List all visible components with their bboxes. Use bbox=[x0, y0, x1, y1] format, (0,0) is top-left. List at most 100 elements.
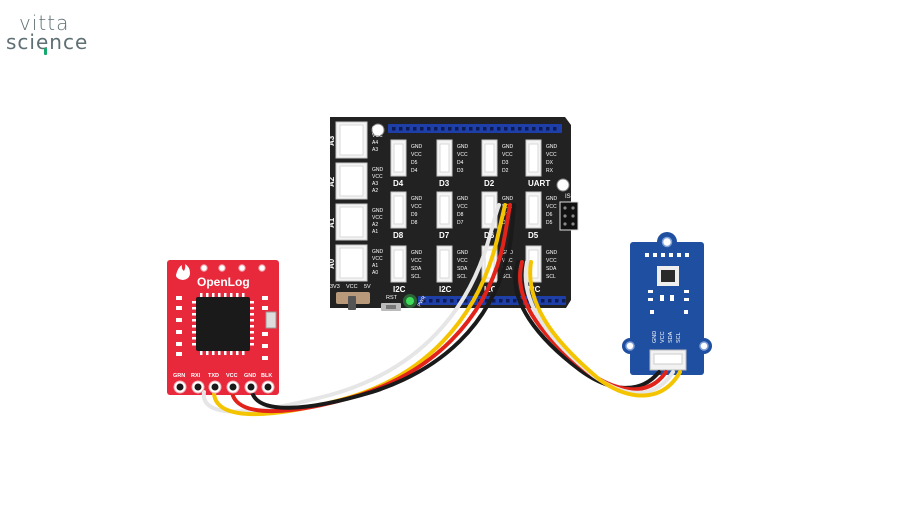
grove-socket-inner bbox=[484, 143, 495, 173]
openlog-header-pin bbox=[264, 383, 272, 391]
chip-pin bbox=[200, 293, 203, 297]
grove-socket-inner bbox=[339, 206, 364, 238]
grove-socket-inner bbox=[393, 249, 404, 279]
pin-label: D5 bbox=[546, 220, 553, 226]
rst-label: RST bbox=[386, 295, 398, 301]
analog-port-label: A1 bbox=[327, 217, 336, 228]
reset-button-cap[interactable] bbox=[386, 305, 396, 309]
chip-pin bbox=[250, 307, 254, 310]
pin-label: GND bbox=[411, 250, 423, 256]
pin-label: D6 bbox=[546, 212, 553, 218]
sensor-pin-label: VCC bbox=[660, 331, 666, 343]
chip-pin bbox=[200, 351, 203, 355]
pin-label: VCC bbox=[411, 204, 422, 210]
openlog-smd-pads bbox=[176, 296, 268, 360]
pin-label: VCC bbox=[372, 215, 383, 221]
openlog-pin-label: TXD bbox=[208, 373, 219, 379]
openlog-header-pin bbox=[211, 383, 219, 391]
sensor-smd-parts bbox=[648, 290, 689, 314]
chip-pin bbox=[250, 331, 254, 334]
pin-label: VCC bbox=[502, 204, 513, 210]
grove-socket-inner bbox=[393, 195, 404, 225]
pin-label: SDA bbox=[502, 266, 513, 272]
header-pin bbox=[436, 299, 440, 303]
header-pin bbox=[427, 127, 431, 131]
pin-label: VCC bbox=[372, 174, 383, 180]
pin-label: GND bbox=[546, 250, 558, 256]
openlog-pin-label: VCC bbox=[226, 373, 238, 379]
header-pin bbox=[541, 299, 545, 303]
pin-label: A3 bbox=[372, 181, 378, 187]
openlog-header-pin bbox=[247, 383, 255, 391]
pin-label: D8 bbox=[411, 220, 418, 226]
pin-label: A2 bbox=[372, 222, 378, 228]
chip-pin bbox=[206, 293, 209, 297]
pin-label: D3 bbox=[457, 168, 464, 174]
openlog-microcontroller bbox=[196, 297, 250, 351]
header-pin bbox=[483, 127, 487, 131]
pin-label: GND bbox=[411, 144, 423, 150]
chip-pin bbox=[224, 293, 227, 297]
analog-port-label: A0 bbox=[327, 258, 336, 269]
pin-label: A0 bbox=[372, 270, 378, 276]
header-pin bbox=[485, 299, 489, 303]
header-pin bbox=[497, 127, 501, 131]
grove-socket-inner bbox=[339, 247, 364, 279]
header-pin bbox=[525, 127, 529, 131]
switch-label-5v: 5V bbox=[364, 284, 371, 290]
chip-pin bbox=[230, 293, 233, 297]
chip-pin bbox=[224, 351, 227, 355]
chip-pin bbox=[242, 351, 245, 355]
header-pin bbox=[548, 299, 552, 303]
chip-pin bbox=[250, 343, 254, 346]
pin-label: A4 bbox=[372, 140, 378, 146]
pin-label: D2 bbox=[502, 168, 509, 174]
header-pin bbox=[392, 127, 396, 131]
voltage-switch-knob[interactable] bbox=[348, 296, 356, 310]
header-pin bbox=[420, 127, 424, 131]
pin-label: GND bbox=[372, 167, 384, 173]
port-label: D2 bbox=[484, 179, 495, 188]
chip-pin bbox=[250, 337, 254, 340]
pin-label: DX bbox=[546, 160, 554, 166]
header-pin bbox=[518, 127, 522, 131]
grove-socket-inner bbox=[439, 195, 450, 225]
pin-label: GND bbox=[457, 196, 469, 202]
isp-header bbox=[559, 201, 579, 231]
header-pin bbox=[562, 299, 566, 303]
header-pin bbox=[499, 299, 503, 303]
chip-pin bbox=[250, 319, 254, 322]
header-pin bbox=[539, 127, 543, 131]
power-led bbox=[406, 297, 414, 305]
pin-label: GND bbox=[457, 250, 469, 256]
sparkfun-flame-icon bbox=[176, 264, 190, 280]
sensor-pcb bbox=[630, 242, 704, 375]
wire-red-openlog-d6 bbox=[230, 203, 512, 414]
openlog-header-pin bbox=[229, 383, 237, 391]
chip-pin bbox=[242, 293, 245, 297]
pin-label: SCL bbox=[502, 274, 512, 280]
logo-accent-mark bbox=[44, 48, 47, 55]
wires bbox=[201, 203, 682, 417]
pin-label: GND bbox=[372, 208, 384, 214]
pin-label: VCC bbox=[457, 204, 468, 210]
pin-label: VCC bbox=[411, 152, 422, 158]
pin-label: GND bbox=[372, 249, 384, 255]
pin-label: A1 bbox=[372, 229, 378, 235]
pin-label: GND bbox=[372, 126, 384, 132]
sensor-pin-label: SCL bbox=[676, 332, 682, 343]
sensor-pin-label: SDA bbox=[668, 331, 674, 343]
sensor-grove-connector-inner bbox=[653, 353, 683, 365]
pin-label: D4 bbox=[457, 160, 464, 166]
chip-pin bbox=[236, 293, 239, 297]
pwr-label: PWR bbox=[417, 295, 428, 308]
openlog-header-pin bbox=[176, 383, 184, 391]
header-pin bbox=[443, 299, 447, 303]
